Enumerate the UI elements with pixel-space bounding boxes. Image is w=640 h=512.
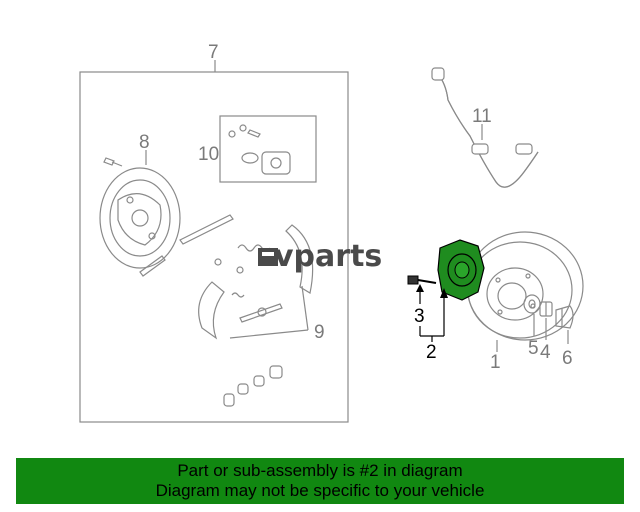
adjuster-parts [139,214,283,323]
info-banner: Part or sub-assembly is #2 in diagram Di… [16,458,624,504]
banner-line-1: Part or sub-assembly is #2 in diagram [177,461,463,480]
assembly-box [79,71,349,423]
watermark-text: vparts [274,239,382,274]
callout-4: 4 [540,342,551,363]
backing-plate [99,167,181,269]
callout-9: 9 [314,322,325,343]
brake-assembly-group: 7 8 10 [79,42,349,423]
axle-nut [539,301,553,317]
brake-hose [431,67,539,188]
banner-line-2: Diagram may not be specific to your vehi… [155,481,485,500]
callout-11: 11 [472,106,492,127]
brake-rotor [466,231,584,341]
callout-1: 1 [490,352,501,373]
hardware-pins [223,365,283,407]
grease-cap [555,305,574,329]
callout-6: 6 [562,348,573,369]
callout-3: 3 [414,306,425,327]
callout-2: 2 [426,342,437,363]
vparts-logo: vparts [258,239,382,274]
callout-8: 8 [139,132,150,153]
callout-5: 5 [528,338,539,359]
hub-bolt [407,275,437,285]
bolt-small [103,157,115,166]
wheel-cylinder-box [219,115,317,183]
callout-10: 10 [198,144,219,165]
hub-bearing-assembly [437,239,485,301]
wheel-cylinder [228,124,291,175]
callout-7: 7 [208,42,219,63]
brake-shoes [198,224,314,340]
callout-2-bracket [419,288,448,342]
